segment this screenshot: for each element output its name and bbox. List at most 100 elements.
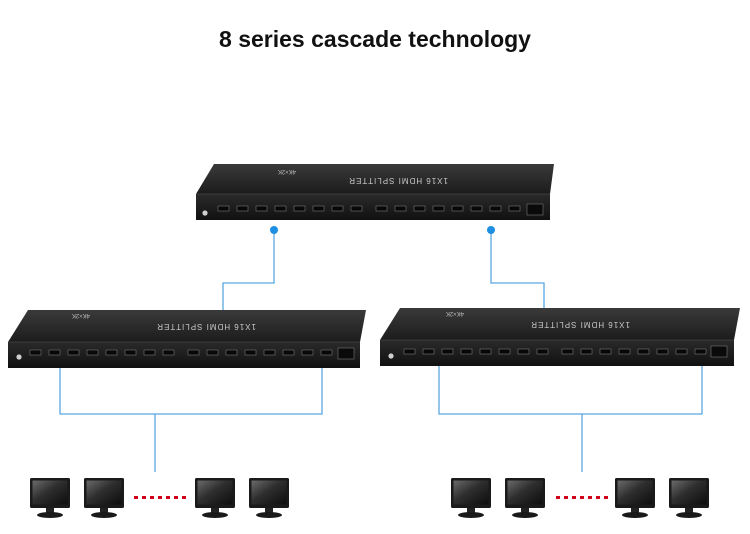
hdmi-port (508, 205, 521, 212)
ellipsis-dots-left (134, 496, 186, 499)
monitor-part (211, 508, 219, 513)
hdmi-port (498, 348, 511, 355)
hdmi-port (67, 349, 80, 356)
port-dot-right (487, 226, 495, 234)
hdmi-port (489, 205, 502, 212)
hdmi-port (301, 349, 314, 356)
power-icon (16, 354, 22, 360)
hdmi-port (236, 205, 249, 212)
hdmi-port (394, 205, 407, 212)
monitor-part (86, 480, 122, 505)
monitor-icon (505, 478, 545, 518)
hdmi-port (470, 205, 483, 212)
hdmi-port (599, 348, 612, 355)
ellipsis-dot (182, 496, 186, 499)
monitor-part (32, 480, 68, 505)
monitor-icon (84, 478, 124, 518)
hdmi-port (413, 205, 426, 212)
ellipsis-dot (166, 496, 170, 499)
monitor-part (458, 512, 484, 518)
monitor-part (622, 512, 648, 518)
hdmi-port (293, 205, 306, 212)
monitor-part (265, 508, 273, 513)
model-label: 1X16 HDMI SPLITTER (530, 320, 630, 329)
monitor-part (256, 512, 282, 518)
badge-label: 4K×2K (278, 168, 296, 174)
ellipsis-dot (604, 496, 608, 499)
power-icon (202, 210, 208, 216)
splitter-right-face (380, 308, 740, 340)
hdmi-port (422, 348, 435, 355)
monitor-part (467, 508, 475, 513)
monitor-part (251, 480, 287, 505)
ellipsis-dot (556, 496, 560, 499)
hdmi-port (561, 348, 574, 355)
hdmi-port (331, 205, 344, 212)
monitor-part (512, 512, 538, 518)
splitter-left-face (8, 310, 366, 342)
hdmi-port (86, 349, 99, 356)
hdmi-port (618, 348, 631, 355)
hdmi-port (536, 348, 549, 355)
hdmi-port (637, 348, 650, 355)
monitor-part (91, 512, 117, 518)
ellipsis-dot (572, 496, 576, 499)
monitor-part (507, 480, 543, 505)
hdmi-port (675, 348, 688, 355)
hdmi-port (225, 349, 238, 356)
ellipsis-dot (596, 496, 600, 499)
ellipsis-dots-right (556, 496, 608, 499)
hdmi-port (441, 348, 454, 355)
output-ports (29, 349, 333, 356)
monitor-part (100, 508, 108, 513)
power-icon (388, 353, 394, 359)
hdmi-port (206, 349, 219, 356)
monitor-part (685, 508, 693, 513)
hdmi-port (255, 205, 268, 212)
hdmi-port (263, 349, 276, 356)
hdmi-port (274, 205, 287, 212)
hdmi-port (403, 348, 416, 355)
ellipsis-dot (158, 496, 162, 499)
ellipsis-dot (134, 496, 138, 499)
monitor-part (202, 512, 228, 518)
monitor-icon (249, 478, 289, 518)
hdmi-port (432, 205, 445, 212)
splitter-top-face (196, 164, 554, 194)
monitor-group-left (30, 478, 289, 518)
input-port (710, 345, 728, 358)
link-left-outputs (59, 358, 323, 415)
hdmi-port (282, 349, 295, 356)
model-label: 1X16 HDMI SPLITTER (156, 322, 256, 331)
monitor-part (197, 480, 233, 505)
hdmi-port (479, 348, 492, 355)
ellipsis-dot (142, 496, 146, 499)
hdmi-port (244, 349, 257, 356)
splitter-front-panel (8, 342, 360, 368)
monitor-part (676, 512, 702, 518)
monitor-icon (195, 478, 235, 518)
ellipsis-dot (564, 496, 568, 499)
hdmi-port (29, 349, 42, 356)
output-ports (403, 348, 707, 355)
hdmi-port (143, 349, 156, 356)
link-right-outputs (438, 358, 703, 415)
hdmi-port (124, 349, 137, 356)
hdmi-port (187, 349, 200, 356)
hdmi-port (694, 348, 707, 355)
output-ports (217, 205, 521, 212)
hdmi-port (320, 349, 333, 356)
hdmi-port (105, 349, 118, 356)
ellipsis-dot (174, 496, 178, 499)
input-port (526, 203, 544, 216)
monitor-group-right (451, 478, 709, 518)
input-port (337, 347, 355, 360)
hdmi-port (580, 348, 593, 355)
splitter-right: 1X16 HDMI SPLITTER 4K×2K (380, 308, 740, 366)
hdmi-port (656, 348, 669, 355)
monitor-icon (615, 478, 655, 518)
monitor-icon (669, 478, 709, 518)
monitor-icon (30, 478, 70, 518)
hdmi-port (162, 349, 175, 356)
